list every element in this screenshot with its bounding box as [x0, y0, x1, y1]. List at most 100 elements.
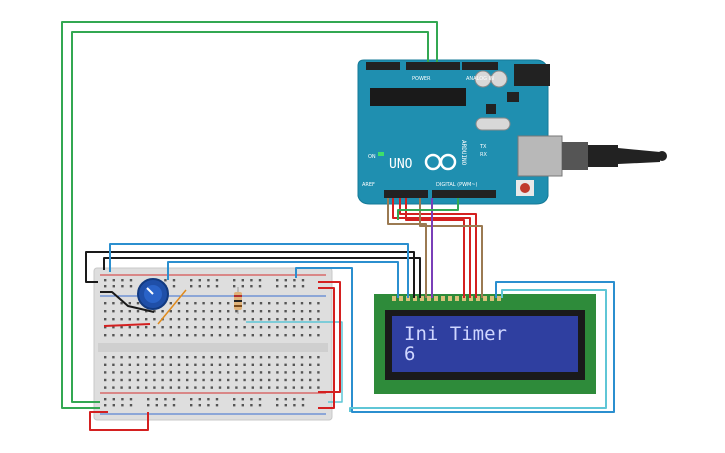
breadboard-hole	[210, 371, 213, 374]
breadboard-hole	[227, 386, 230, 389]
breadboard-hole	[104, 386, 107, 389]
wire-brown-2	[419, 198, 483, 298]
breadboard-hole	[233, 279, 236, 282]
breadboard-hole	[241, 404, 244, 407]
wire-red-pot	[103, 323, 151, 327]
breadboard-hole	[235, 318, 238, 321]
wire-blue-1	[109, 243, 409, 298]
breadboard-hole	[276, 279, 279, 282]
breadboard-hole	[120, 371, 123, 374]
breadboard-hole	[120, 310, 123, 313]
breadboard-hole	[276, 302, 279, 305]
breadboard-hole	[218, 371, 222, 374]
breadboard-hole	[161, 310, 164, 313]
breadboard-hole	[198, 279, 201, 282]
breadboard-hole	[207, 285, 210, 288]
breadboard-hole	[241, 285, 244, 288]
breadboard-hole	[292, 386, 295, 389]
breadboard-hole	[259, 318, 263, 321]
lcd-module: Ini Timer 6	[374, 294, 596, 394]
breadboard-hole	[284, 334, 287, 337]
breadboard-hole	[309, 378, 312, 382]
breadboard-hole	[218, 363, 222, 366]
breadboard-hole	[300, 386, 304, 389]
breadboard-hole	[243, 363, 246, 366]
wire-brown-1	[387, 198, 427, 298]
breadboard-hole	[227, 378, 230, 382]
breadboard-hole	[169, 363, 172, 366]
breadboard-hole	[194, 302, 197, 305]
breadboard-hole	[120, 386, 123, 389]
breadboard-hole	[268, 371, 271, 374]
breadboard-hole	[317, 386, 320, 389]
breadboard-hole	[177, 310, 181, 313]
breadboard-hole	[186, 334, 189, 337]
breadboard-hole	[259, 378, 263, 382]
breadboard-hole	[268, 378, 271, 382]
breadboard-hole	[169, 302, 172, 305]
breadboard-hole	[235, 371, 238, 374]
breadboard-hole	[145, 386, 148, 389]
breadboard-hole	[284, 279, 287, 282]
breadboard-hole	[243, 334, 246, 337]
breadboard-hole	[104, 318, 107, 321]
arduino-uno-board: UNO ARDUINO POWER ANALOG IN DIGITAL (PWM…	[357, 59, 563, 205]
breadboard-hole	[259, 334, 263, 337]
breadboard-hole	[215, 404, 219, 407]
breadboard-hole	[309, 356, 312, 359]
breadboard-hole	[251, 378, 254, 382]
breadboard-hole	[112, 310, 115, 313]
breadboard-hole	[172, 285, 176, 288]
breadboard-hole	[136, 378, 140, 382]
breadboard-hole	[128, 356, 131, 359]
breadboard-hole	[276, 356, 279, 359]
breadboard-hole	[218, 378, 222, 382]
breadboard-hole	[155, 404, 158, 407]
breadboard-hole	[251, 310, 254, 313]
breadboard-hole	[186, 386, 189, 389]
breadboard-hole	[268, 334, 271, 337]
breadboard-hole	[243, 318, 246, 321]
lcd-pin	[406, 296, 410, 301]
breadboard-hole	[177, 334, 181, 337]
breadboard-hole	[104, 310, 107, 313]
breadboard-hole	[284, 386, 287, 389]
breadboard-hole	[292, 371, 295, 374]
breadboard-hole	[218, 356, 222, 359]
breadboard-hole	[292, 334, 295, 337]
wire-black-1	[103, 257, 421, 298]
breadboard-hole	[186, 318, 189, 321]
breadboard-hole	[169, 378, 172, 382]
breadboard-hole	[210, 318, 213, 321]
breadboard-hole	[284, 302, 287, 305]
breadboard-hole	[284, 310, 287, 313]
breadboard-hole	[164, 398, 167, 401]
breadboard-hole	[284, 398, 287, 401]
breadboard-hole	[121, 398, 124, 401]
breadboard-hole	[190, 279, 193, 282]
breadboard-hole	[194, 378, 197, 382]
breadboard-hole	[227, 302, 230, 305]
breadboard-hole	[218, 302, 222, 305]
breadboard-hole	[104, 398, 107, 401]
breadboard-hole	[104, 363, 107, 366]
breadboard-hole	[300, 363, 304, 366]
breadboard-hole	[268, 356, 271, 359]
breadboard-hole	[128, 363, 131, 366]
rx-label: RX	[480, 152, 487, 158]
breadboard-hole	[276, 326, 279, 329]
power-header-label: POWER	[412, 76, 431, 82]
breadboard-hole	[309, 326, 312, 329]
breadboard-hole	[309, 318, 312, 321]
breadboard-hole	[190, 404, 193, 407]
breadboard-hole	[317, 378, 320, 382]
breadboard-hole	[120, 326, 123, 329]
breadboard-hole	[317, 371, 320, 374]
lcd-pin	[413, 296, 417, 301]
breadboard-hole	[218, 318, 222, 321]
breadboard-hole	[161, 386, 164, 389]
breadboard-hole	[301, 398, 305, 401]
breadboard-hole	[293, 398, 296, 401]
breadboard-hole	[177, 326, 181, 329]
